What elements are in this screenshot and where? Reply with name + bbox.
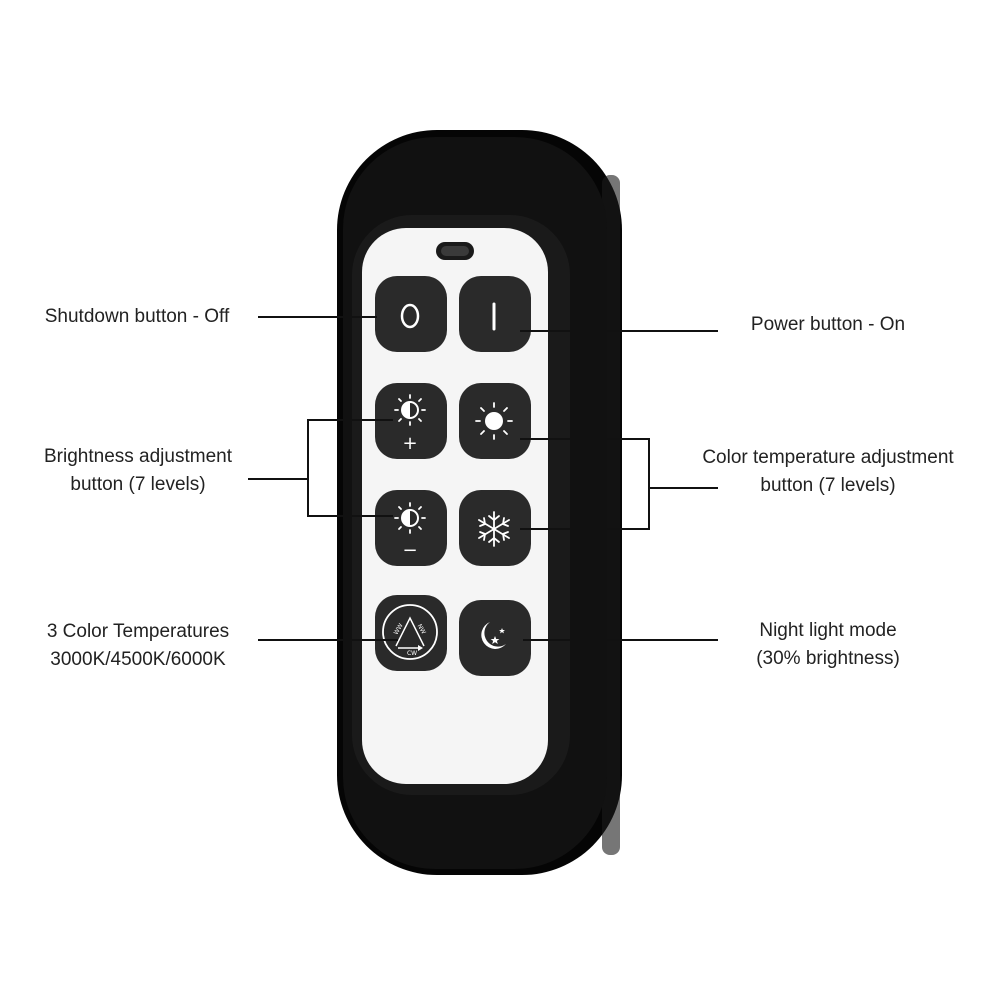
off-button[interactable] <box>375 276 447 352</box>
brightness-label-line2: button (7 levels) <box>70 474 206 495</box>
three-temps-label-line1: 3 Color Temperatures <box>46 621 230 642</box>
brightness-up-button[interactable]: + <box>375 383 447 459</box>
plus-glyph: + <box>402 433 417 454</box>
cycle-cw: CW <box>407 650 417 657</box>
color-temp-label: Color temperature adjustment button (7 l… <box>672 444 984 500</box>
sun-icon <box>475 402 513 440</box>
brightness-down-icon <box>394 502 426 534</box>
night-button[interactable] <box>459 600 531 676</box>
three-temps-label-line2: 3000K/4500K/6000K <box>50 649 226 670</box>
brightness-label-line1: Brightness adjustment <box>44 446 232 467</box>
minus-glyph: − <box>402 540 417 561</box>
off-circle-icon <box>400 303 420 329</box>
color-warm-button[interactable] <box>459 383 531 459</box>
color-temp-label-line1: Color temperature adjustment <box>702 447 954 468</box>
three-temps-button[interactable]: WW NW CW <box>375 595 447 671</box>
night-label-line2: (30% brightness) <box>756 648 900 669</box>
night-label-line1: Night light mode <box>759 620 897 641</box>
leader-lines <box>248 316 718 641</box>
power-label-text: Power button - On <box>750 314 906 335</box>
shutdown-label: Shutdown button - Off <box>24 303 250 331</box>
three-temps-label: 3 Color Temperatures 3000K/4500K/6000K <box>20 618 256 674</box>
brightness-down-button[interactable]: − <box>375 490 447 566</box>
color-cool-button[interactable] <box>459 490 531 566</box>
brightness-up-icon <box>394 394 426 426</box>
cycle-nw: NW <box>416 623 427 636</box>
moon-stars-icon <box>481 622 506 649</box>
night-label: Night light mode (30% brightness) <box>728 617 928 673</box>
shutdown-label-text: Shutdown button - Off <box>44 306 230 327</box>
snowflake-icon <box>478 511 510 547</box>
power-label: Power button - On <box>728 311 928 339</box>
on-button[interactable] <box>459 276 531 352</box>
brightness-label: Brightness adjustment button (7 levels) <box>14 443 262 499</box>
color-temp-label-line2: button (7 levels) <box>760 475 896 496</box>
